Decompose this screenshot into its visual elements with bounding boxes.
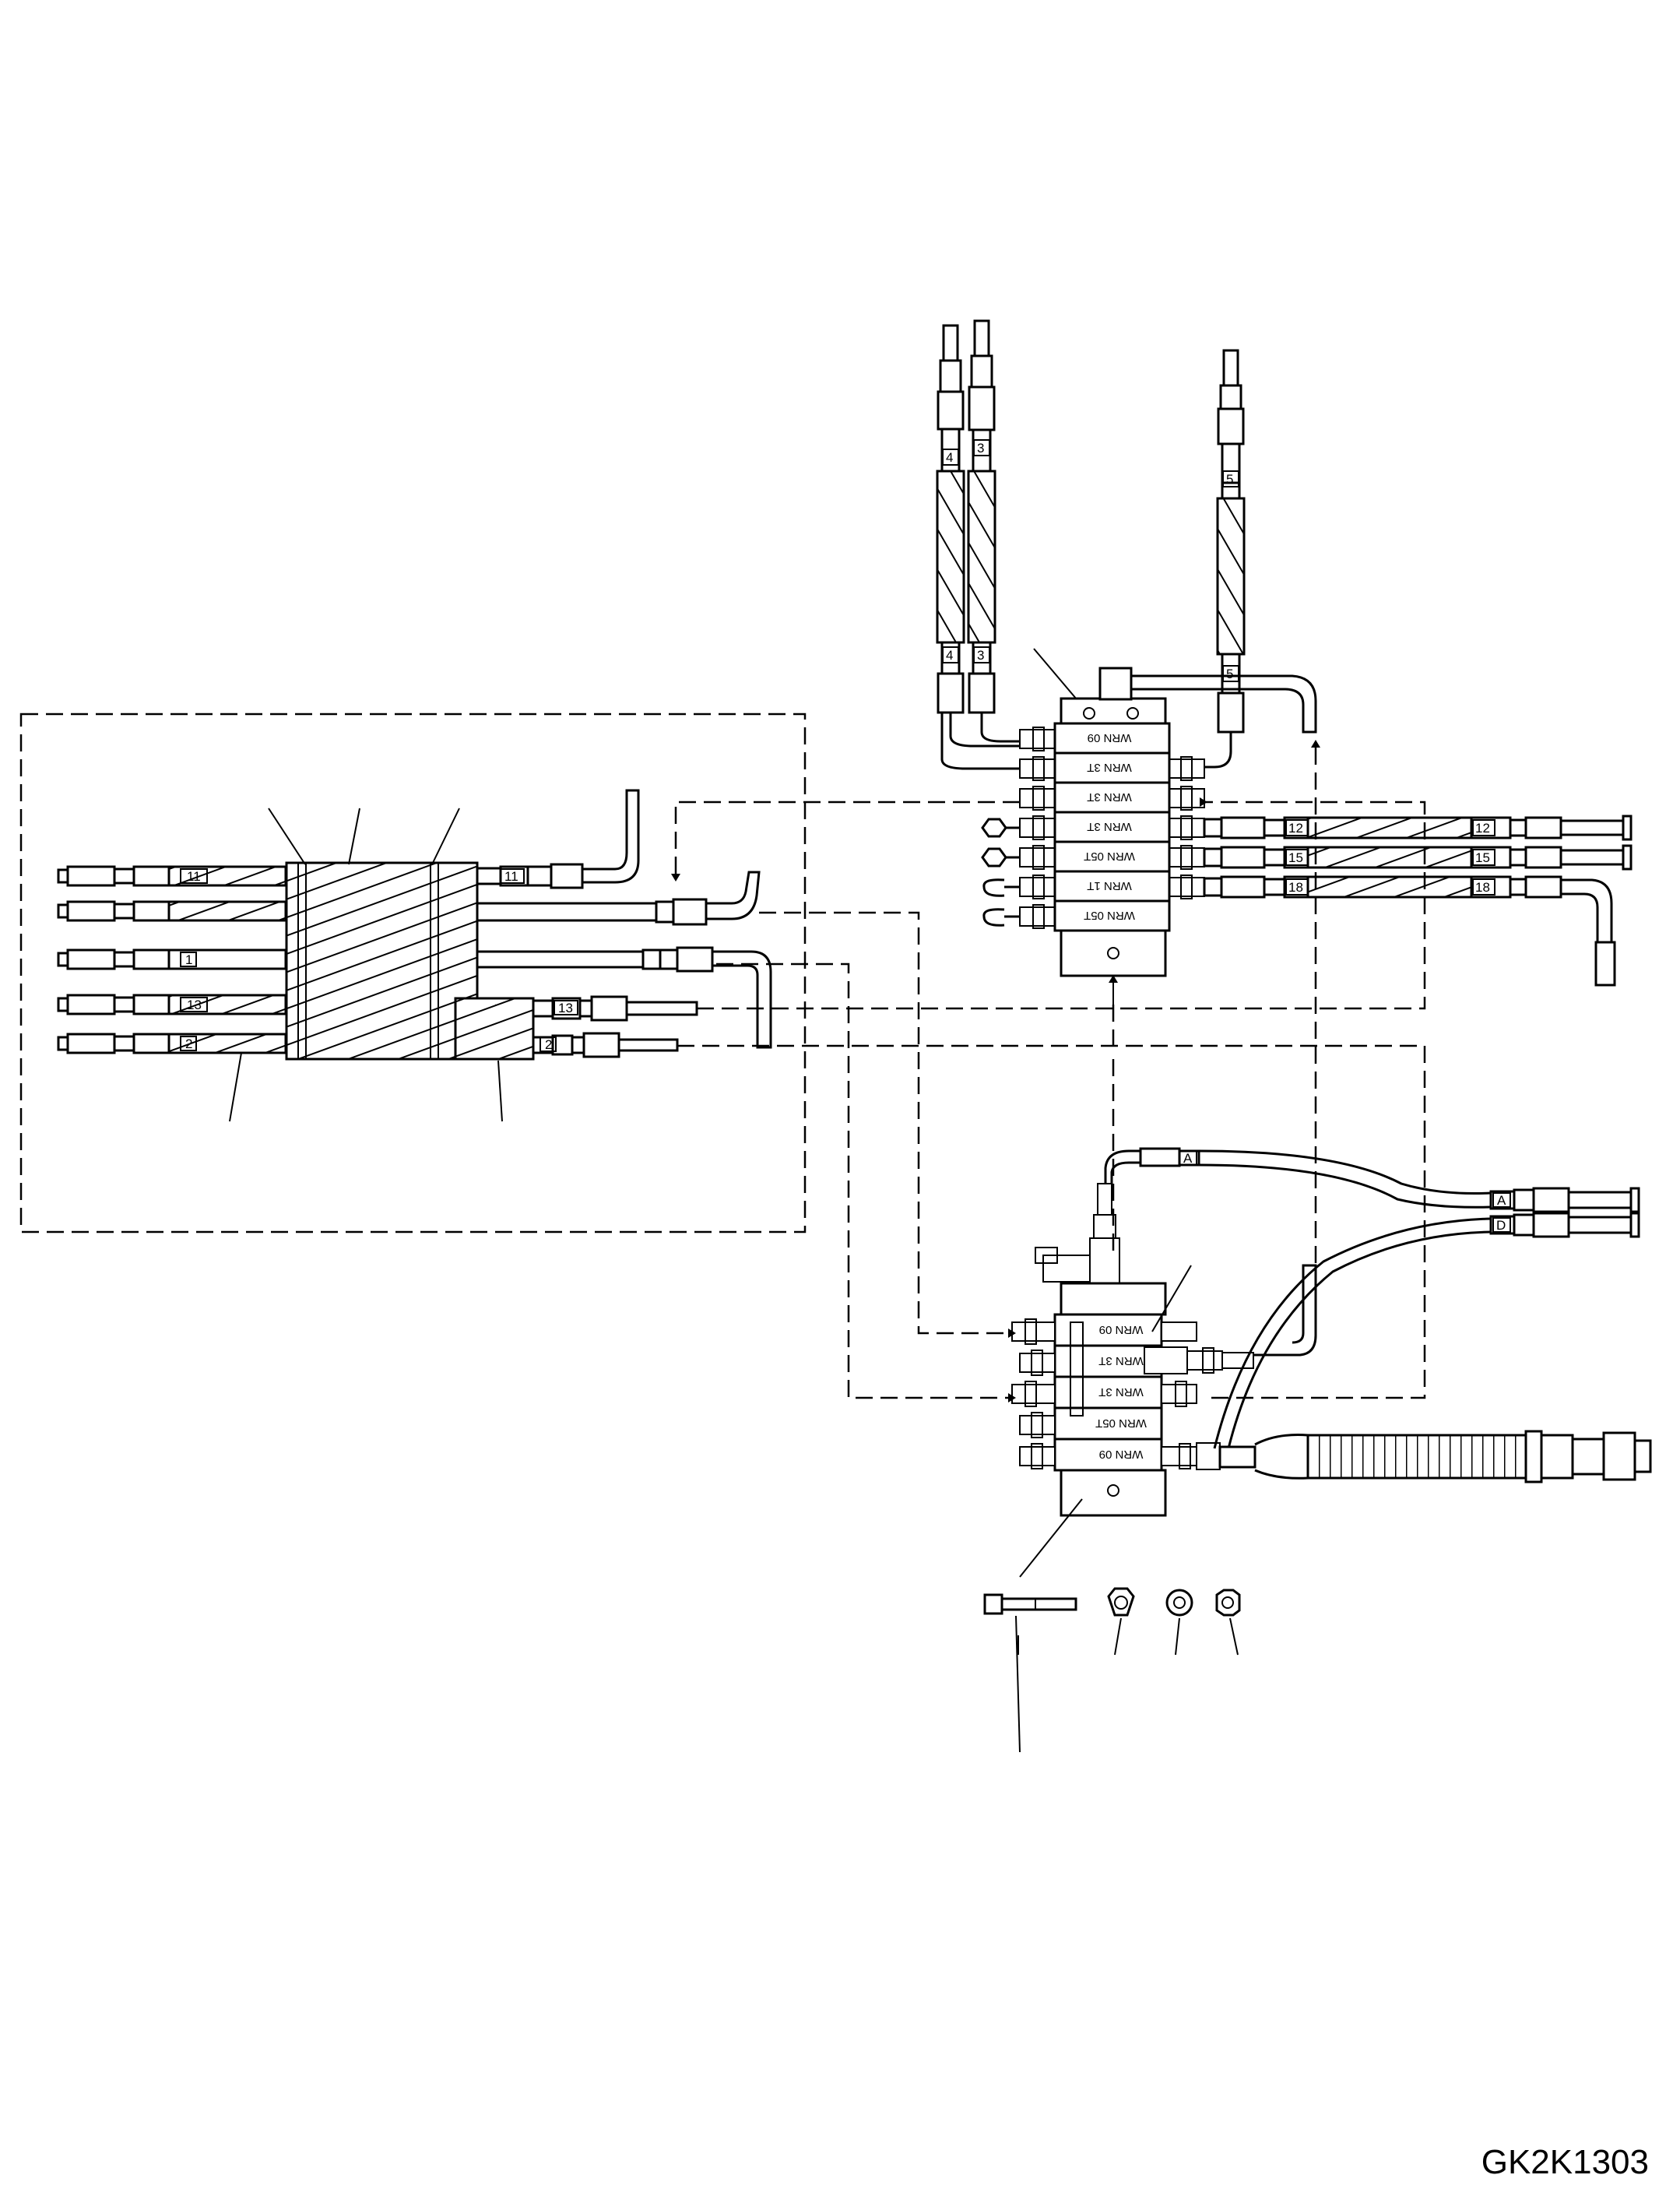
upper-port-label: WRN 3T bbox=[1087, 790, 1132, 804]
lower-port-label: WRN 05T bbox=[1095, 1416, 1147, 1430]
upper-port-label: WRN 05T bbox=[1084, 850, 1135, 863]
hose-tag: 3 bbox=[977, 648, 984, 663]
connection-lines bbox=[674, 748, 1426, 1399]
lower-port-label: WRN 09 bbox=[1099, 1323, 1144, 1336]
hose-tag: 12 bbox=[1475, 821, 1490, 836]
hose-tag: 12 bbox=[1288, 821, 1303, 836]
lower-distribution-valve: WRN 09 WRN 3T WRN 3T WRN 05T WRN 09 bbox=[671, 740, 1320, 1578]
upper-port-label: WRN 1T bbox=[1087, 879, 1132, 892]
hose-tag: 11 bbox=[187, 869, 201, 884]
hose-tag: 18 bbox=[1475, 880, 1490, 895]
hose-tag: 1 bbox=[185, 952, 192, 967]
hose-tag: 15 bbox=[1288, 850, 1303, 865]
lower-port-label: WRN 3T bbox=[1098, 1354, 1144, 1367]
hose-tag: 13 bbox=[187, 998, 202, 1012]
hardware-parts bbox=[983, 1587, 1241, 1753]
upper-port-label: WRN 3T bbox=[1087, 761, 1132, 774]
lower-right-hoses: A A D bbox=[1104, 1147, 1652, 1483]
hose-tag: 3 bbox=[977, 441, 984, 456]
lower-port-label: WRN 09 bbox=[1099, 1448, 1144, 1461]
upper-port-label: WRN 3T bbox=[1087, 820, 1132, 833]
hose-tag: 18 bbox=[1288, 880, 1303, 895]
hose-tag: 15 bbox=[1475, 850, 1490, 865]
hose-tag: 5 bbox=[1226, 667, 1233, 681]
upper-distribution-valve: WRN 09 WRN 3T WRN 3T WRN 3T WRN 05T WRN … bbox=[981, 648, 1205, 1005]
hose-tag: 2 bbox=[185, 1036, 192, 1051]
hose-tag: D bbox=[1496, 1218, 1506, 1233]
hose-tag: 4 bbox=[946, 450, 953, 465]
left-hose-bundle: 11 11 1 13 13 2 2 bbox=[57, 789, 772, 1122]
upper-vertical-hoses: 4 4 3 3 5 5 bbox=[936, 319, 1317, 770]
upper-port-label: WRN 09 bbox=[1088, 731, 1132, 744]
drawing-code: GK2K1303 bbox=[1481, 2143, 1649, 2181]
lower-port-label: WRN 3T bbox=[1098, 1385, 1144, 1399]
upper-port-label: WRN 05T bbox=[1084, 909, 1135, 922]
hose-tag: 13 bbox=[558, 1001, 573, 1015]
hose-tag: A bbox=[1183, 1151, 1193, 1166]
hose-tag: 11 bbox=[504, 869, 518, 884]
upper-right-hoses: 12 12 15 15 18 18 bbox=[1203, 815, 1633, 987]
hose-tag: 2 bbox=[545, 1037, 552, 1052]
detail-box bbox=[19, 713, 807, 1233]
hose-tag: A bbox=[1497, 1193, 1506, 1208]
hose-tag: 5 bbox=[1226, 472, 1233, 487]
hose-tag: 4 bbox=[946, 648, 953, 663]
